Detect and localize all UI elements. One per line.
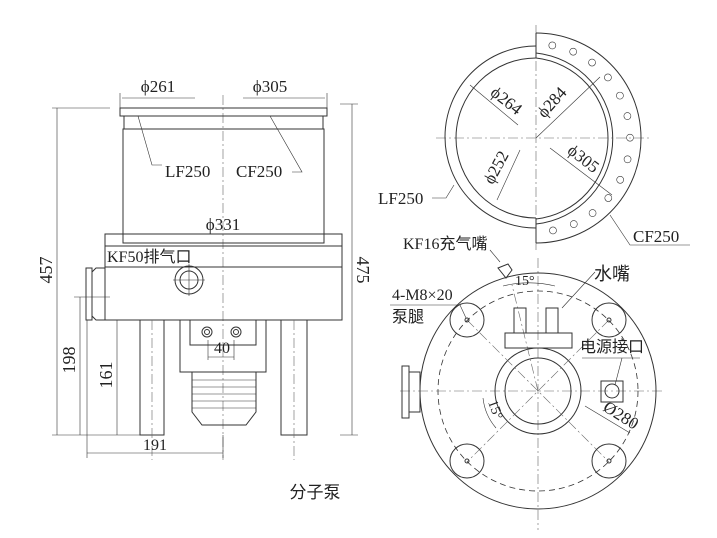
dim-phi264: ϕ264 xyxy=(487,83,526,119)
cooling-fins xyxy=(191,372,257,426)
label-kf16-vent: KF16充气嘴 xyxy=(403,235,487,253)
dim-40: 40 xyxy=(214,340,230,357)
exhaust-flange xyxy=(91,267,105,321)
label-cf250: CF250 xyxy=(236,162,282,181)
bolt-hole xyxy=(549,226,557,235)
side-view: ϕ261 ϕ305 LF250 CF250 ϕ331 KF50排气口 457 4… xyxy=(36,77,373,502)
dim-198: 198 xyxy=(59,347,79,374)
bolt-hole xyxy=(626,133,634,142)
angle-15-top: 15° xyxy=(515,274,535,289)
dim-phi305: ϕ305 xyxy=(253,77,287,96)
cf-flange xyxy=(535,32,642,244)
dim-phi305-top: ϕ305 xyxy=(564,141,603,177)
bottom-view: KF16充气嘴 4-M8×20 泵腿 水嘴 电源接口 Ø280 15° 15° xyxy=(390,235,665,530)
bolt-hole xyxy=(623,112,632,120)
bolt-hole xyxy=(548,41,557,50)
bolt-hole xyxy=(616,175,624,184)
label-lf250-top: LF250 xyxy=(378,189,423,208)
bolt-hole xyxy=(569,220,578,228)
bolt-hole xyxy=(588,58,596,67)
side-kf-flange xyxy=(401,365,410,419)
label-lf250: LF250 xyxy=(165,162,210,181)
bolt-hole xyxy=(604,73,612,82)
dim-phi284: ϕ284 xyxy=(533,83,571,122)
dim-phi280: Ø280 xyxy=(600,397,642,433)
dim-191: 191 xyxy=(143,437,167,454)
dim-phi331: ϕ331 xyxy=(206,215,240,234)
label-power-port: 电源接口 xyxy=(580,338,644,356)
power-connector xyxy=(600,380,624,403)
angle-15-left: 15° xyxy=(484,398,505,422)
bolt-hole xyxy=(604,194,613,202)
dim-457: 457 xyxy=(36,257,56,284)
vent-port xyxy=(497,263,513,279)
caption-molecular-pump: 分子泵 xyxy=(290,483,341,502)
label-water-nozzle: 水嘴 xyxy=(594,264,630,284)
label-kf50-exhaust: KF50排气口 xyxy=(107,248,191,266)
dim-phi261: ϕ261 xyxy=(141,77,175,96)
label-cf250-top: CF250 xyxy=(633,227,679,246)
bolt-hole xyxy=(588,209,597,217)
pump-body xyxy=(122,128,325,244)
bolt-hole xyxy=(616,91,624,100)
label-feet-spec: 4-M8×20 xyxy=(392,287,453,304)
pump-feet xyxy=(449,302,627,479)
water-block xyxy=(504,332,573,349)
top-flange xyxy=(119,107,328,117)
bolt-hole xyxy=(623,155,632,164)
bolt-hole xyxy=(569,47,577,56)
pump-base xyxy=(104,233,343,321)
water-fitting xyxy=(545,307,559,334)
water-fitting xyxy=(513,307,527,334)
top-view: ϕ264 ϕ284 ϕ252 ϕ305 LF250 CF250 xyxy=(378,25,690,250)
dim-475: 475 xyxy=(353,257,373,284)
dim-phi252: ϕ252 xyxy=(480,148,513,187)
label-pump-feet: 泵腿 xyxy=(392,308,424,326)
dim-161: 161 xyxy=(96,362,116,389)
